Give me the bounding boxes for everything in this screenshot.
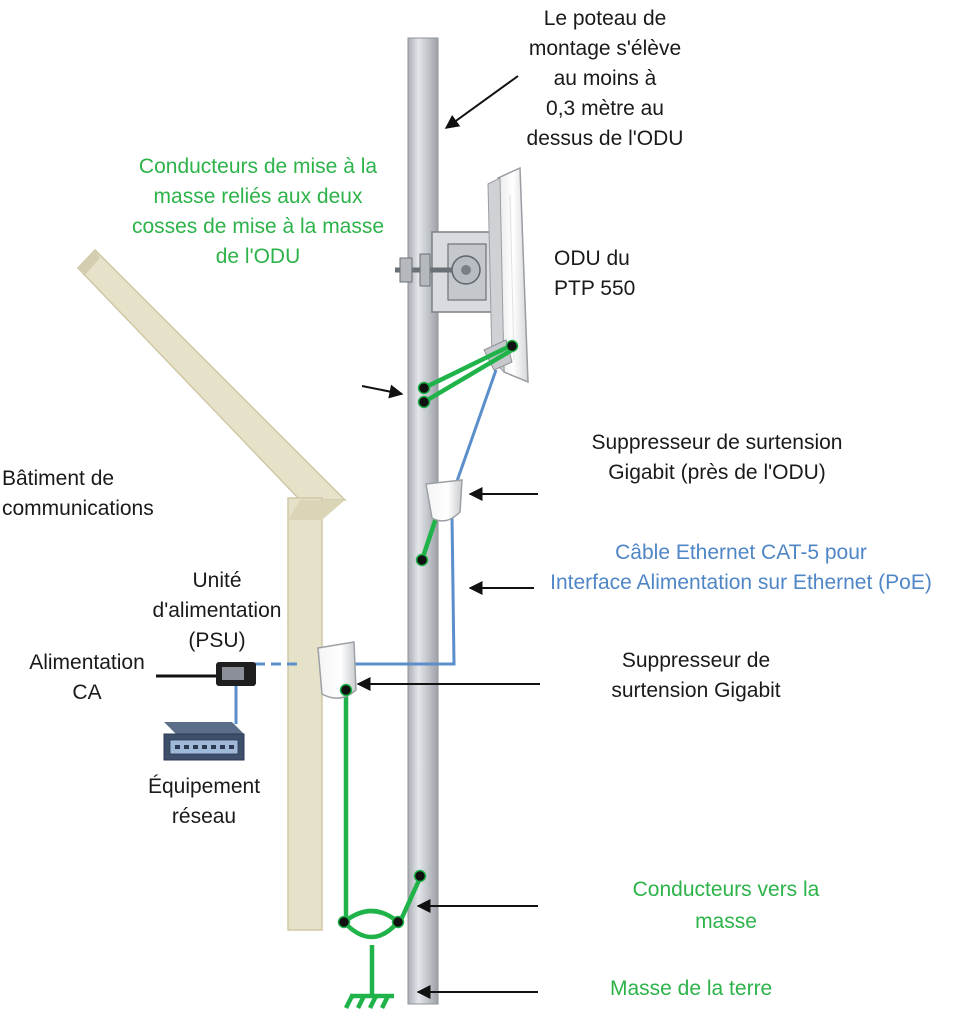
building-label: Bâtiment de communications <box>2 467 154 520</box>
communications-building <box>76 248 347 931</box>
ethernet-cable <box>234 369 498 724</box>
pointer-arrows <box>356 75 540 999</box>
surge-bottom-label: Suppresseur de surtension Gigabit <box>611 649 781 702</box>
psu-label: Unité d'alimentation (PSU) <box>152 569 282 652</box>
surge-suppressor-icon <box>425 479 463 522</box>
ac-power-label: Alimentation CA <box>29 651 145 704</box>
pole-height-note: Le poteau de montage s'élève au moins à … <box>526 7 684 150</box>
psu-box-icon <box>216 662 256 686</box>
arrow-pole-top <box>444 75 519 129</box>
ethernet-cable-label: Câble Ethernet CAT-5 pour Interface Alim… <box>550 541 932 594</box>
surge-near-odu-label: Suppresseur de surtension Gigabit (près … <box>591 431 843 484</box>
earth-ground-label: Masse de la terre <box>610 977 773 1000</box>
ground-conductors <box>340 343 514 1010</box>
odu-label: ODU du PTP 550 <box>554 247 636 300</box>
conductors-to-ground-label: Conducteurs vers la masse <box>632 878 820 933</box>
mounting-bracket <box>395 231 495 313</box>
surge-suppressor-bottom-icon <box>317 641 357 699</box>
ground-conductors-odu-label: Conducteurs de mise à la masse reliés au… <box>131 155 385 268</box>
arrow-ground-lugs <box>361 384 404 399</box>
network-switch-icon <box>163 722 245 761</box>
network-equipment-label: Équipement réseau <box>147 775 261 828</box>
